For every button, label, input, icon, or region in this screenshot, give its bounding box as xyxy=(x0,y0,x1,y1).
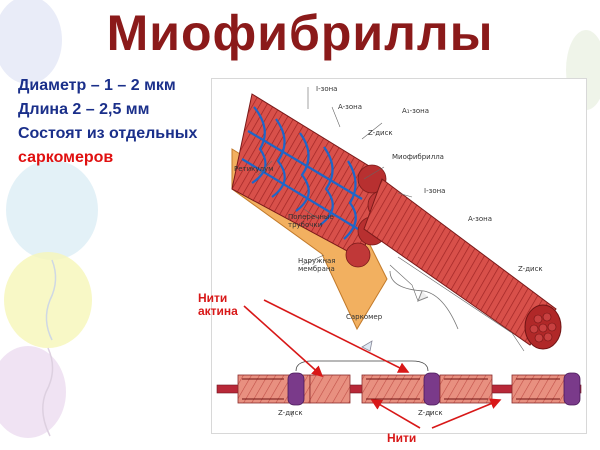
a-zone-right-label: A₁-зона xyxy=(402,107,429,115)
length-text: Длина 2 – 2,5 мм xyxy=(18,101,150,118)
outer-membrane-label: Наружная мембрана xyxy=(298,257,336,273)
sarcomere-label: Саркомер xyxy=(346,313,383,321)
i-zone-top-label: I-зона xyxy=(316,85,338,93)
a-zone-top-label: A-зона xyxy=(338,103,363,111)
a-zone-mid-label: A-зона xyxy=(468,215,493,223)
reticulum-label: Ретикулум xyxy=(234,165,274,173)
myosin-arrow-2 xyxy=(431,398,502,429)
i-zone-mid-label: I-зона xyxy=(424,187,446,195)
myofibril-figure: I-зона A-зона A₁-зона Z-диск Миофибрилла… xyxy=(211,78,587,434)
myofibril-label: Миофибрилла xyxy=(392,153,444,161)
actin-arrow-2 xyxy=(263,299,410,373)
actin-arrow-1 xyxy=(243,305,324,378)
z-disk-top-label: Z-диск xyxy=(368,129,393,137)
actin-filaments-label: Нити актина xyxy=(198,291,238,318)
myosin-filaments-label: Нити xyxy=(387,431,417,445)
z-disk-right-label: Z-диск xyxy=(518,265,543,273)
sarcomere-units xyxy=(237,372,581,406)
diameter-text: Диаметр – 1 – 2 мкм xyxy=(18,77,176,94)
myofibril-diagram xyxy=(216,87,582,417)
composition-text: Состоят из отдельных xyxy=(18,125,198,142)
z-disk-bottom-label-2: Z-диск xyxy=(418,409,443,417)
t-tubules-label: Поперечные трубочки xyxy=(288,213,334,229)
sarcomeres-text: саркомеров xyxy=(18,149,114,166)
info-block: Диаметр – 1 – 2 мкм Длина 2 – 2,5 мм Сос… xyxy=(18,74,218,170)
z-disk-bottom-label-1: Z-диск xyxy=(278,409,303,417)
myosin-arrow-1 xyxy=(370,399,421,429)
page-title: Миофибриллы xyxy=(106,5,494,61)
